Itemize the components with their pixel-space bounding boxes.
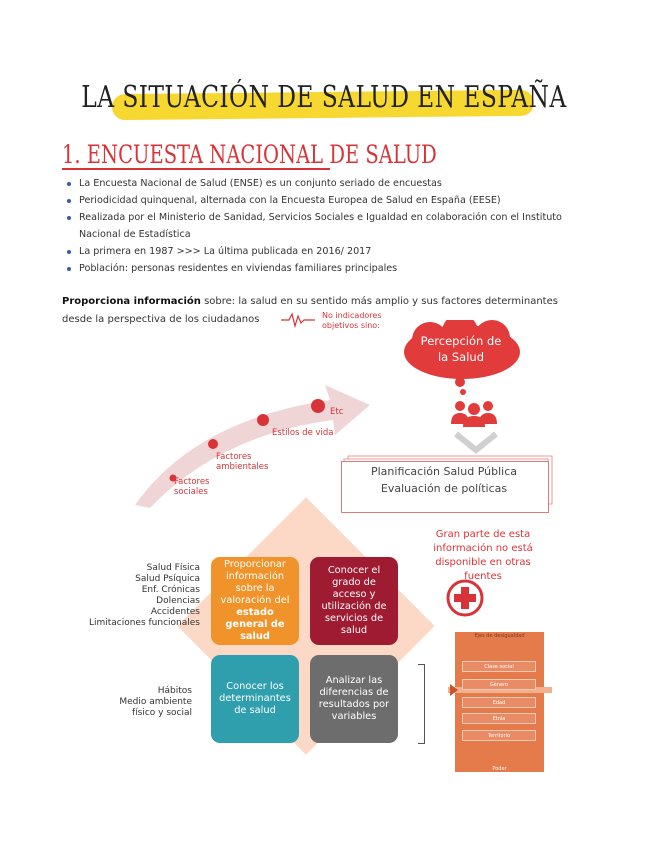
label-factores-ambientales: Factores ambientales xyxy=(216,452,269,472)
left-list-item: Enf. Crónicas xyxy=(141,585,200,595)
poster-title: Ejes de desigualdad xyxy=(474,633,525,639)
bullet-item: La primera en 1987 >>> La última publica… xyxy=(64,243,564,260)
label-estilos-de-vida: Estilos de vida xyxy=(272,428,334,438)
intro-text: sobre: la salud en su sentido más amplio… xyxy=(62,296,558,325)
quadrant-text: Proporcionar información sobre la valora… xyxy=(220,559,290,606)
poster-item: Género xyxy=(462,679,536,690)
left-list-item: Accidentes xyxy=(150,607,200,617)
gran-parte-note: Gran parte de esta información no está d… xyxy=(433,529,533,582)
left-list-item: Limitaciones funcionales xyxy=(88,618,200,628)
left-list-item: Medio ambiente xyxy=(119,697,192,707)
quadrant-diferencias: Analizar las diferencias de resultados p… xyxy=(310,655,398,743)
note-red: No indicadores objetivos sino: xyxy=(322,311,382,330)
intro-bold: Proporciona información xyxy=(62,296,201,307)
bullet-list: La Encuesta Nacional de Salud (ENSE) es … xyxy=(64,175,564,277)
poster-item: Edad xyxy=(462,697,536,708)
bullet-item: La Encuesta Nacional de Salud (ENSE) es … xyxy=(64,175,564,192)
poster-bottom: Poder xyxy=(492,766,507,772)
section-heading: 1. ENCUESTA NACIONAL DE SALUD xyxy=(62,140,437,169)
left-list-top: Salud Física Salud Psíquica Enf. Crónica… xyxy=(60,563,200,629)
poster-arrow-icon xyxy=(448,684,552,696)
quadrant-estado-salud: Proporcionar información sobre la valora… xyxy=(211,557,299,645)
thought-cloud-icon xyxy=(404,320,520,395)
planning-box xyxy=(341,461,549,513)
quadrant-determinantes: Conocer los determinantes de salud xyxy=(211,655,299,743)
left-list-item: Hábitos xyxy=(157,686,192,696)
bracket xyxy=(418,664,425,744)
planning-line: Evaluación de políticas xyxy=(380,482,508,495)
heartbeat-icon xyxy=(281,312,315,329)
left-list-item: físico y social xyxy=(131,708,192,718)
poster-item: Etnia xyxy=(462,713,536,724)
intro-paragraph: Proporciona información sobre: la salud … xyxy=(62,293,572,329)
bullet-item: Realizada por el Ministerio de Sanidad, … xyxy=(64,209,564,243)
chevron-down-icon xyxy=(454,431,498,454)
page-title: LA SITUACIÓN DE SALUD EN ESPAÑA xyxy=(81,80,567,115)
bullet-item: Población: personas residentes en vivien… xyxy=(64,260,564,277)
left-list-item: Dolencias xyxy=(156,596,200,606)
planning-line: Planificación Salud Pública xyxy=(370,465,517,478)
poster-item: Clase social xyxy=(462,661,536,672)
left-list-item: Salud Física xyxy=(146,563,200,573)
quadrant-text: Conocer el grado de acceso y utilización… xyxy=(321,565,387,636)
medical-cross-icon xyxy=(446,579,484,617)
quadrant-acceso-servicios: Conocer el grado de acceso y utilización… xyxy=(310,557,398,645)
left-list-bottom: Hábitos Medio ambiente físico y social xyxy=(80,686,192,719)
quadrant-bold: estado general de salud xyxy=(225,607,285,642)
quadrant-text: Conocer los determinantes de salud xyxy=(219,681,291,716)
people-group-icon xyxy=(451,401,497,427)
growth-arrow xyxy=(135,385,370,508)
label-etc: Etc xyxy=(330,407,344,417)
planning-text: Planificación Salud Pública Evaluación d… xyxy=(341,463,547,497)
section-underline xyxy=(62,168,330,170)
left-list-item: Salud Psíquica xyxy=(135,574,200,584)
quadrant-text: Analizar las diferencias de resultados p… xyxy=(318,675,390,722)
poster-item: Territorio xyxy=(462,730,536,741)
bullet-item: Periodicidad quinquenal, alternada con l… xyxy=(64,192,564,209)
label-factores-sociales: Factores sociales xyxy=(174,477,210,497)
cloud-text: Percepción de la Salud xyxy=(420,334,502,364)
